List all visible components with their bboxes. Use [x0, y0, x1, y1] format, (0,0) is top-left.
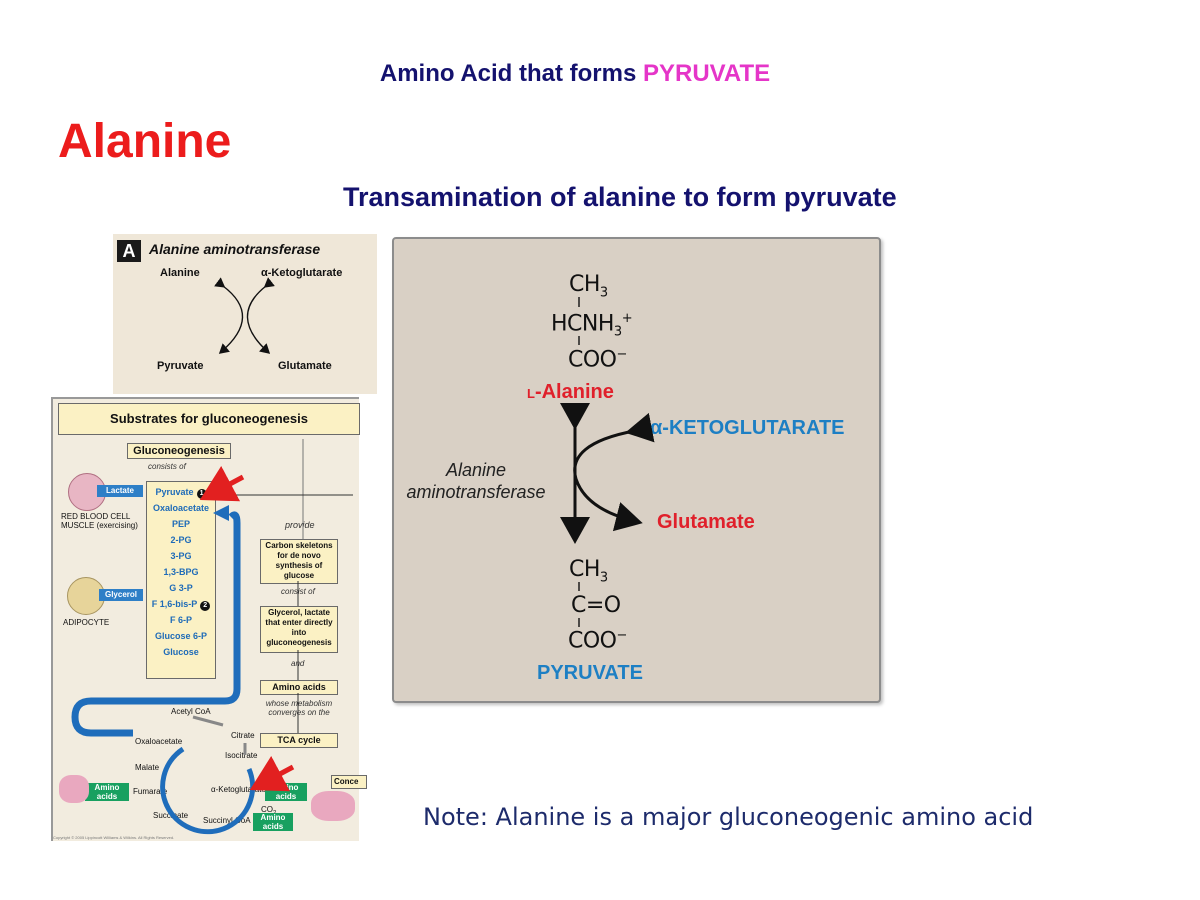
oxaloacetate-tca-label: Oxaloacetate	[135, 737, 183, 746]
label-alanine: Alanine	[160, 267, 200, 279]
pathway-item: Glucose	[163, 647, 199, 657]
pyruvate-coo: COO−	[568, 628, 627, 654]
alanine-coo: COO−	[568, 347, 627, 373]
pathway-item: PEP	[171, 519, 190, 529]
acetyl-coa-label: Acetyl CoA	[171, 707, 211, 716]
pathway-item: G 3-P	[169, 583, 193, 593]
panel-badge: A	[117, 240, 141, 262]
lactate-arrow: Lactate	[97, 485, 143, 497]
main-title: Alanine	[58, 115, 232, 168]
glycerol-lactate-box: Glycerol, lactate that enter directly in…	[260, 606, 338, 653]
step-2-marker: 2	[200, 601, 211, 611]
note: Note: Alanine is a major gluconeogenic a…	[423, 803, 1034, 831]
provide-label: provide	[285, 520, 315, 530]
gluconeogenesis-diagram: Substrates for gluconeogenesis Gluconeog…	[51, 397, 367, 841]
conce-box: Conce	[331, 775, 367, 789]
amino-acids-box: Amino acids	[260, 680, 338, 695]
gng-arrows	[71, 439, 353, 835]
citrate-label: Citrate	[231, 731, 255, 740]
adipocyte-label: ADIPOCYTE	[63, 618, 110, 627]
pyruvate-label: PYRUVATE	[537, 662, 643, 684]
pathway-item: 1,3-BPG	[163, 567, 199, 577]
transamination-arrows	[214, 277, 275, 354]
header-highlight: PYRUVATE	[643, 60, 771, 87]
l-alanine-label: L-Alanine	[527, 381, 614, 403]
ketoglutarate-label: α-KETOGLUTARATE	[650, 417, 845, 439]
slide-header: Amino Acid that forms PYRUVATE	[0, 60, 1150, 88]
header-prefix: Amino Acid that forms	[379, 60, 643, 87]
copyright: Copyright © 2005 Lippincott Williams & W…	[53, 835, 175, 840]
reaction-arrows	[560, 297, 655, 627]
panel-a-title: Alanine aminotransferase	[149, 241, 321, 257]
gng-title: Substrates for gluconeogenesis	[58, 403, 360, 435]
alanine-hcnh3: HCNH3+	[551, 311, 633, 340]
pyruvate-ch3: CH3	[569, 557, 608, 586]
pathway-item: Oxaloacetate	[152, 503, 210, 513]
fumarate-label: Fumarate	[133, 787, 168, 796]
pathway-item: 3-PG	[170, 551, 192, 561]
label-glutamate: Glutamate	[278, 360, 332, 372]
glutamate-label: Glutamate	[657, 511, 755, 533]
gluconeogenesis-box: Gluconeogenesis	[127, 443, 231, 459]
alanine-ch3: CH3	[569, 272, 608, 301]
pathway-item: F 6-P	[169, 615, 192, 625]
subtitle: Transamination of alanine to form pyruva…	[343, 182, 897, 212]
panel-a: A Alanine aminotransferase Alanine α-Ket…	[113, 234, 377, 394]
glycerol-arrow: Glycerol	[99, 589, 143, 601]
isocitrate-label: Isocitrate	[225, 751, 258, 760]
label-pyruvate: Pyruvate	[157, 360, 204, 372]
reaction-panel: CH3 HCNH3+ COO− L-Alanine α-KETOGLUTARAT…	[392, 237, 881, 703]
pyruvate-co: C=O	[571, 593, 621, 618]
succinyl-coa-label: Succinyl CoA	[203, 816, 251, 825]
tca-cycle-box: TCA cycle	[260, 733, 338, 748]
malate-label: Malate	[135, 763, 160, 772]
consists-of: consists of	[148, 462, 186, 471]
amino-acids-arrow-bottom: Amino acids	[253, 813, 293, 831]
whose-metabolism-label: whose metabolism converges on the	[265, 699, 333, 717]
label-ketoglutarate: α-Ketoglutarate	[261, 267, 343, 279]
carbon-skeletons-box: Carbon skeletons for de novo synthesis o…	[260, 539, 338, 584]
muscle-tissue-left	[59, 775, 89, 803]
muscle-tissue-right	[311, 791, 355, 821]
pathway-item: 2-PG	[170, 535, 192, 545]
akg-label: α-Ketoglutarate	[211, 785, 266, 794]
pathway-item: Glucose 6-P	[154, 631, 208, 641]
amino-acids-arrow-left: Amino acids	[85, 783, 129, 801]
